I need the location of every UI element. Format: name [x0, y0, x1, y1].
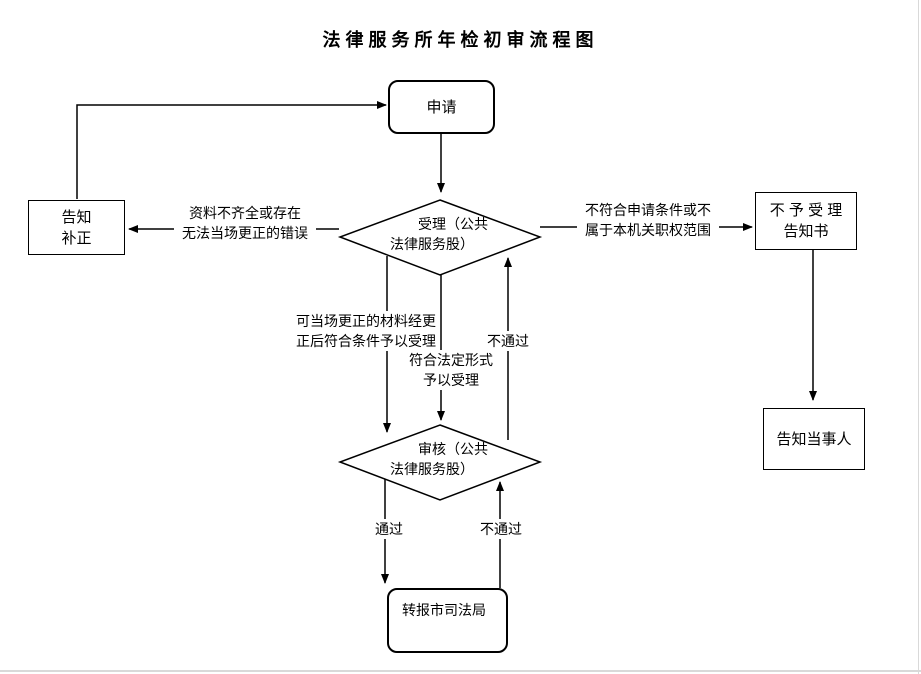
review-diamond-text: 审核（公共 法律服务股）	[386, 439, 496, 479]
refuse-notice-line2: 告知书	[783, 223, 829, 240]
accept-diamond-line1: 受理（公共	[418, 216, 488, 232]
edge-notify-to-apply	[76, 101, 387, 199]
refuse-notice-line1: 不 予 受 理	[769, 202, 843, 219]
review-decision-diamond	[337, 424, 543, 501]
notify-correct-line1: 告知	[61, 208, 92, 226]
refuse-notice-node: 不 予 受 理 告知书	[755, 192, 857, 250]
edge-label-correctable: 可当场更正的材料经更 正后符合条件予以受理	[293, 311, 439, 351]
edge-label-not-qualified-line2: 属于本机关职权范围	[585, 222, 711, 238]
edge-label-legal-form-line2: 予以受理	[423, 372, 479, 388]
accept-decision-diamond	[337, 199, 543, 276]
accept-diamond-line2: 法律服务股）	[390, 236, 474, 252]
notify-correct-line2: 补正	[61, 229, 92, 247]
edge-label-incomplete: 资料不齐全或存在 无法当场更正的错误	[174, 203, 316, 243]
edge-label-not-qualified-line1: 不符合申请条件或不	[585, 202, 711, 218]
page-bottom-border	[0, 670, 921, 672]
edge-label-correctable-line2: 正后符合条件予以受理	[296, 333, 436, 349]
edge-label-incomplete-line1: 资料不齐全或存在	[189, 205, 301, 221]
edge-label-legal-form-line1: 符合法定形式	[409, 352, 493, 368]
edge-label-incomplete-line2: 无法当场更正的错误	[182, 225, 308, 241]
review-diamond-line2: 法律服务股）	[390, 461, 474, 477]
accept-diamond-text: 受理（公共 法律服务股）	[386, 214, 496, 254]
review-diamond-line1: 审核（公共	[418, 441, 488, 457]
edge-label-legal-form: 符合法定形式 予以受理	[397, 350, 505, 390]
edge-label-correctable-line1: 可当场更正的材料经更	[296, 313, 436, 329]
forward-node-label: 转报市司法局	[402, 602, 486, 618]
edge-label-fail-lower: 不通过	[477, 519, 525, 539]
inform-party-label: 告知当事人	[776, 430, 852, 448]
notify-correct-node: 告知 补正	[28, 200, 125, 255]
forward-node: 转报市司法局	[387, 588, 508, 653]
edge-label-not-qualified: 不符合申请条件或不 属于本机关职权范围	[577, 200, 719, 240]
apply-node-label: 申请	[426, 98, 457, 116]
page-title: 法律服务所年检初审流程图	[322, 30, 599, 50]
edge-label-fail-upper: 不通过	[484, 331, 532, 351]
apply-node: 申请	[388, 80, 495, 134]
page-right-border	[918, 0, 919, 674]
inform-party-node: 告知当事人	[763, 408, 865, 470]
edge-label-pass: 通过	[368, 519, 410, 539]
